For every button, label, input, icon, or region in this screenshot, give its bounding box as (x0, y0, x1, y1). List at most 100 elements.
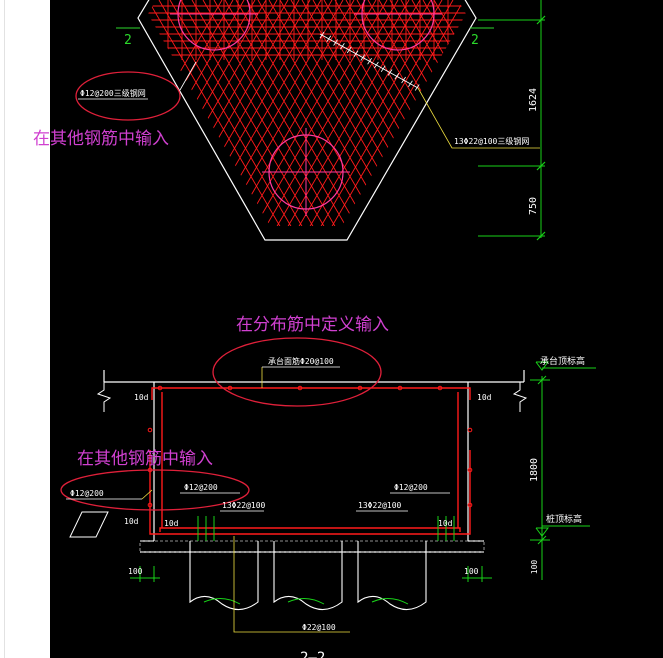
section-piles (189, 541, 427, 611)
diagonal-bar-label: 13Φ22@100三级钢网 (454, 136, 529, 146)
break-line-left (96, 382, 112, 412)
dim-lower: 750 (528, 197, 539, 215)
diagonal-bar-tick (326, 35, 332, 42)
plan-mesh-bar (433, 0, 466, 226)
plan-piles (170, 0, 442, 216)
hatch-parallelogram (69, 511, 109, 538)
plan-mesh-bar (400, 0, 466, 226)
section-mark-right: 2 (471, 33, 479, 48)
pile-bar-label: Φ22@100 (302, 623, 336, 632)
dim-height: 1800 (529, 458, 540, 482)
dim-100-left: 100 (128, 567, 143, 576)
plan-mesh-bar (290, 0, 432, 226)
dim-100-group (130, 566, 492, 582)
plan-mesh-bar (148, 0, 234, 226)
anchor-10d-bottom-right: 10d (438, 519, 453, 528)
plan-mesh-bar (235, 0, 377, 226)
plan-mesh-bar (367, 0, 466, 226)
plan-mesh-bar (279, 0, 421, 226)
section-note-distribution: 在分布筋中定义输入 (236, 315, 389, 335)
left-outer-bar-label: Φ12@200 (70, 489, 104, 498)
section-mark-left: 2 (124, 33, 132, 48)
diagonal-bar-tick (380, 65, 386, 72)
outer-bar-leader (141, 489, 153, 500)
plan-mesh-bar (389, 0, 466, 226)
diagonal-bar-tick (360, 54, 366, 61)
diagonal-label-leader (417, 87, 540, 149)
diagonal-bar-tick (346, 46, 352, 54)
dim-100-right: 100 (464, 567, 479, 576)
pile-cap-plan-outline (137, 0, 477, 241)
mesh-label-leader (179, 61, 197, 91)
elev-bottom-label: 桩顶标高 (546, 513, 582, 525)
rebar-dot (147, 502, 153, 508)
diagonal-bar-tick (408, 80, 413, 87)
rebar-dot (467, 467, 473, 473)
plan-mesh-bar (411, 0, 466, 226)
plan-mesh-bar (312, 0, 454, 226)
rebar-dot (227, 385, 233, 391)
plan-note-other-rebar: 在其他钢筋中输入 (33, 129, 169, 149)
plan-mesh-bar (246, 0, 388, 226)
anchor-10d-bottom-left: 10d (124, 517, 139, 526)
pile-right (357, 541, 427, 611)
side-bar-label-right: Φ12@200 (394, 483, 428, 492)
dim-100-vertical: 100 (530, 560, 539, 575)
viewer-margin-rule (4, 0, 5, 658)
rebar-dot (467, 502, 473, 508)
anchor-10d-top-right: 10d (477, 393, 492, 402)
rebar-dot (157, 385, 163, 391)
plan-mesh-bar (433, 0, 466, 226)
side-bar-label-left: Φ12@200 (184, 483, 218, 492)
section-title: 2—2 (300, 650, 325, 658)
diagonal-bar-tick (414, 84, 420, 91)
section-rebar (149, 387, 471, 535)
diagonal-bar-row (319, 33, 419, 89)
diagonal-bar-ticks (319, 31, 420, 91)
diagonal-bar-tick (367, 58, 372, 65)
viewer-left-margin (0, 0, 50, 658)
dim-upper: 1624 (528, 88, 539, 112)
diagonal-bar-tick (340, 43, 345, 50)
pile-bar-leader (233, 536, 350, 633)
blinding-layer (139, 540, 485, 553)
plan-mesh-bar (334, 0, 466, 226)
bottom-bar-label-right: 13Φ22@100 (358, 501, 402, 510)
diagonal-bar-tick (387, 69, 393, 76)
diagonal-bar-tick (353, 50, 359, 57)
mesh-label: Φ12@200三级钢网 (80, 88, 146, 98)
pile-cap-section: 在分布筋中定义输入 (60, 315, 596, 658)
plan-dimension-chain: 1624 750 (478, 0, 546, 241)
pile-middle (273, 541, 343, 611)
rebar-dot (397, 385, 403, 391)
pile-left (189, 541, 259, 611)
rebar-dot (467, 427, 473, 433)
rebar-dot (357, 385, 363, 391)
outer-bar-ellipse (60, 469, 250, 511)
bottom-bar-label-left: 13Φ22@100 (222, 501, 266, 510)
pile-bars (197, 516, 455, 605)
plan-mesh-bar (268, 0, 410, 226)
rebar-dot (297, 385, 303, 391)
anchor-10d-bottom-left-inner: 10d (164, 519, 179, 528)
diagonal-bar-tick (374, 61, 379, 69)
plan-mesh-bar (422, 0, 466, 226)
rebar-dot (437, 385, 443, 391)
plan-mesh-bar (323, 0, 465, 226)
plan-mesh-bar (148, 0, 278, 226)
anchor-10d-top-left: 10d (134, 393, 149, 402)
diagonal-bar-tick (319, 31, 325, 39)
rebar-dot (147, 427, 153, 433)
diagonal-bar-tick (401, 76, 406, 84)
top-bar-ellipse (212, 337, 382, 407)
pile-cap-plan: 2 2 Φ12@200三级钢网 在其他钢筋中输入 13Φ22@100三级钢网 (33, 0, 546, 241)
diagonal-bar-tick (333, 39, 338, 46)
plan-mesh-bar (301, 0, 443, 226)
mesh-label-ellipse (75, 71, 181, 121)
section-vertical-dimension (530, 361, 596, 580)
plan-mesh-bar (378, 0, 466, 226)
top-bar-label: 承台面筋Φ20@100 (268, 356, 334, 366)
break-line-right (512, 382, 528, 412)
